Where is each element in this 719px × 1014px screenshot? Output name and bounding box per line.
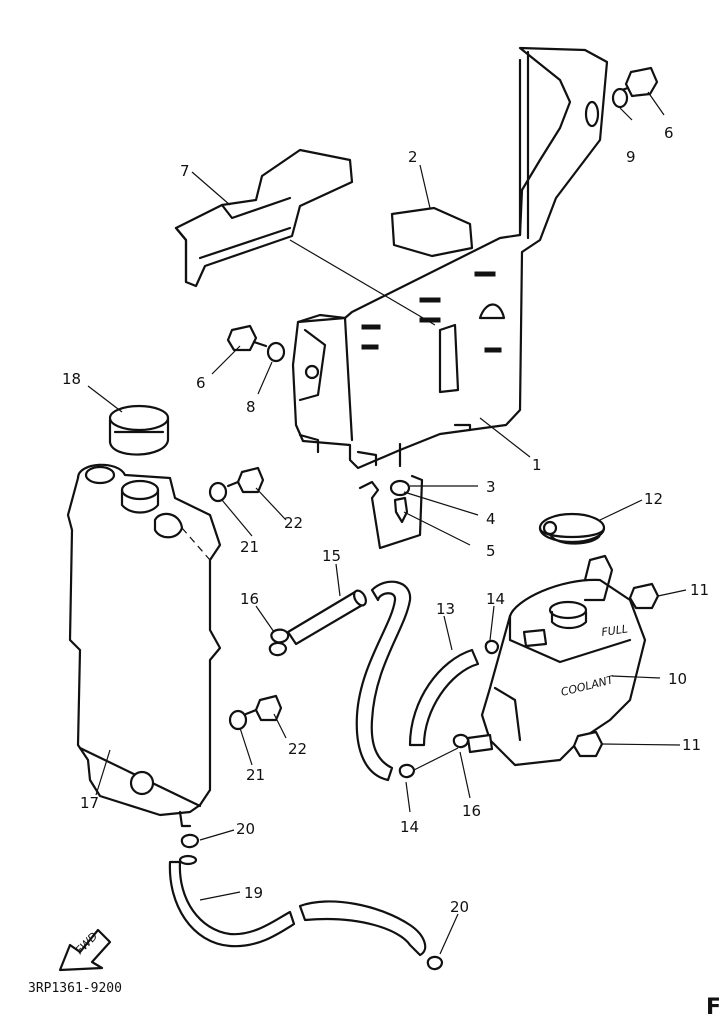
- callout-18: 18: [62, 370, 81, 388]
- callout-8: 8: [246, 398, 256, 416]
- callout-16-lower: 16: [462, 802, 481, 820]
- hose-long: [355, 580, 412, 782]
- part-11-bolt-lower: [572, 730, 604, 758]
- callout-11-lower: 11: [682, 736, 701, 754]
- part-16-clamp-upper: [268, 628, 290, 657]
- callout-12: 12: [644, 490, 663, 508]
- callout-22-lower: 22: [288, 740, 307, 758]
- part-14-clamp-upper: [484, 639, 500, 655]
- callout-16-upper: 16: [240, 590, 259, 608]
- callout-6-mid: 6: [196, 374, 206, 392]
- callout-14-upper: 14: [486, 590, 505, 608]
- callout-numbers: 1 2 3 4 5 6 6 7 8 9 10 11 11 12 13 14 14…: [62, 124, 709, 916]
- callout-17: 17: [80, 794, 99, 812]
- part-19-hose: [168, 854, 427, 957]
- part-14-clamp-lower: [398, 763, 416, 779]
- leader-lines: [87, 91, 687, 955]
- part-12-reservoir-cap: [538, 512, 606, 545]
- callout-14-lower: 14: [400, 818, 419, 836]
- callout-20-lower: 20: [450, 898, 469, 916]
- callout-3: 3: [486, 478, 496, 496]
- fwd-arrow-icon: FWD: [58, 928, 112, 972]
- callout-4: 4: [486, 510, 496, 528]
- corner-mark: F: [706, 995, 719, 1014]
- part-5-fitting: [393, 442, 409, 524]
- drawing-code: 3RP1361-9200: [28, 981, 122, 996]
- part-21-washer-lower: [228, 709, 248, 731]
- part-13-hose: [408, 648, 480, 747]
- part-22-bolt-lower: [244, 694, 283, 722]
- callout-22-upper: 22: [284, 514, 303, 532]
- part-11-bolt-upper: [628, 582, 660, 610]
- callout-1: 1: [532, 456, 542, 474]
- callout-7: 7: [180, 162, 190, 180]
- part-4-grommet: [389, 479, 411, 497]
- part-6-bolt-mid: [226, 324, 268, 352]
- part-20-clamp-upper: [180, 833, 200, 849]
- callout-21-upper: 21: [240, 538, 259, 556]
- part-2-pad: [390, 206, 474, 258]
- callout-19: 19: [244, 884, 263, 902]
- part-3-stay: [358, 474, 424, 550]
- part-16-clamp-lower: [452, 733, 470, 749]
- part-10-coolant-tank: FULL COOLANT: [466, 554, 647, 767]
- part-18-radiator-cap: [108, 404, 170, 456]
- part-20-clamp-lower: [426, 955, 444, 971]
- callout-5: 5: [486, 542, 496, 560]
- callout-10: 10: [668, 670, 687, 688]
- callout-9: 9: [626, 148, 636, 166]
- callout-6-top: 6: [664, 124, 674, 142]
- part-8-washer: [266, 341, 286, 363]
- part-1-radiator-cover: [291, 46, 609, 470]
- part-7-bracket: [174, 148, 354, 288]
- callout-20-upper: 20: [236, 820, 255, 838]
- part-9-washer: [611, 87, 629, 109]
- part-15-hose: [286, 589, 367, 646]
- part-21-washer-upper: [208, 481, 228, 503]
- callout-15: 15: [322, 547, 341, 565]
- tank-full-label: FULL: [601, 622, 629, 639]
- callout-2: 2: [408, 148, 418, 166]
- callout-13: 13: [436, 600, 455, 618]
- callout-11-upper: 11: [690, 581, 709, 599]
- part-17-radiator: [66, 463, 222, 828]
- part-22-bolt-upper: [226, 466, 265, 494]
- callout-21-lower: 21: [246, 766, 265, 784]
